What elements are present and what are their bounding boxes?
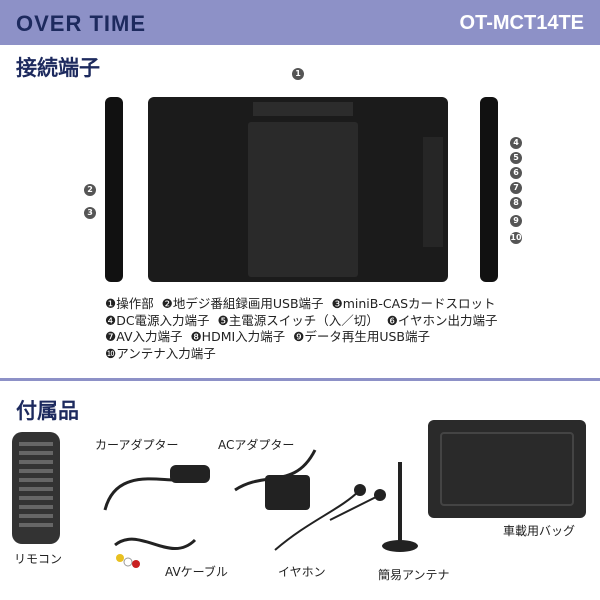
legend-item: ❶操作部: [105, 296, 154, 311]
marker-8: 8: [510, 197, 522, 209]
port-legend: ❶操作部 ❷地デジ番組録画用USB端子 ❸miniB-CASカードスロット ❹D…: [105, 296, 498, 362]
marker-4: 4: [510, 137, 522, 149]
legend-item: ❿アンテナ入力端子: [105, 345, 216, 361]
earphone-image: [274, 484, 386, 551]
av-cable-image: [114, 537, 197, 568]
legend-item: ❸miniB-CASカードスロット: [331, 296, 496, 311]
label-antenna: 簡易アンテナ: [378, 568, 450, 582]
marker-5: 5: [510, 152, 522, 164]
marker-9: 9: [510, 215, 522, 227]
brand-logo: OVER TIME: [16, 11, 147, 36]
label-car-bag: 車載用バッグ: [503, 524, 576, 538]
legend-item: ❹DC電源入力端子: [105, 312, 210, 328]
antenna-rod: [398, 462, 402, 542]
legend-item: ❼AV入力端子: [105, 329, 183, 344]
label-earphone: イヤホン: [278, 565, 326, 579]
legend-item: ❽HDMI入力端子: [190, 329, 286, 344]
section-divider: [0, 378, 600, 381]
remote-image: [12, 432, 60, 544]
header-band: OVER TIME OT-MCT14TE: [0, 0, 600, 45]
marker-10: 10: [510, 232, 522, 244]
label-ac-adapter: ACアダプター: [218, 438, 295, 452]
label-car-adapter: カーアダプター: [95, 438, 179, 452]
car-bag-image: [428, 420, 586, 518]
legend-item: ❾データ再生用USB端子: [293, 329, 430, 344]
tv-right-side: [480, 97, 498, 282]
section-title-connections: 接続端子: [16, 56, 100, 80]
antenna-base: [382, 540, 418, 552]
legend-item: ❷地デジ番組録画用USB端子: [161, 296, 324, 311]
car-adapter-image: [103, 465, 210, 511]
label-av-cable: AVケーブル: [165, 565, 228, 579]
marker-6: 6: [510, 167, 522, 179]
label-remote: リモコン: [14, 552, 63, 566]
tv-rear: [148, 97, 448, 282]
control-buttons: [253, 102, 353, 116]
tv-left-side: [105, 97, 123, 282]
model-number: OT-MCT14TE: [459, 12, 584, 34]
port-panel: [423, 137, 443, 247]
marker-7: 7: [510, 182, 522, 194]
stand-bracket: [248, 122, 358, 277]
legend-item: ❺主電源スイッチ（入／切）: [217, 312, 379, 328]
marker-1: 1: [292, 68, 304, 80]
marker-2: 2: [84, 184, 96, 196]
legend-item: ❻イヤホン出力端子: [386, 312, 498, 328]
marker-3: 3: [84, 207, 96, 219]
section-title-accessories: 付属品: [16, 399, 79, 423]
ac-adapter-image: [234, 449, 317, 510]
